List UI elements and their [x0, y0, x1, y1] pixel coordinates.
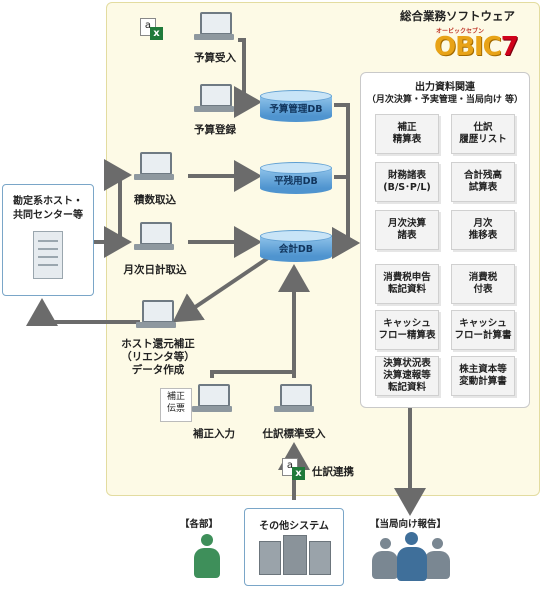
- output-doc: キャッシュフロー精算表: [375, 310, 439, 350]
- people-group-icon: [372, 532, 452, 582]
- output-doc-line: フロー計算書: [454, 330, 512, 341]
- output-doc-line: キャッシュ: [383, 318, 431, 329]
- output-doc: 消費税申告転記資料: [375, 264, 439, 304]
- label-dept: 【各部】: [180, 519, 219, 530]
- output-doc-line: 転記資料: [387, 382, 426, 393]
- output-doc-line: 推移表: [468, 230, 498, 241]
- label-host-return: ホスト還元補正 （リエンタ等） データ作成: [110, 338, 206, 377]
- output-doc: 合計残高試算表: [451, 162, 515, 202]
- laptop-icon: [274, 384, 314, 414]
- output-doc-line: 履歴リスト: [459, 134, 507, 145]
- output-doc-line: 変動計算書: [459, 376, 507, 387]
- output-doc-line: 消費税: [468, 272, 498, 283]
- db-budget: 予算管理DB: [260, 90, 332, 122]
- output-doc-line: 転記資料: [387, 284, 426, 295]
- person-icon: [194, 534, 220, 580]
- label-correction-input: 補正入力: [193, 428, 235, 440]
- db-accounting: 会計DB: [260, 230, 332, 262]
- logo-main: OBIC7: [434, 32, 519, 62]
- label-journal-link: 仕訳連携: [312, 466, 354, 478]
- logo-seven: 7: [500, 32, 519, 62]
- output-doc: 消費税付表: [451, 264, 515, 304]
- output-heading-line1: 出力資料関連: [415, 82, 475, 93]
- output-doc: 株主資本等変動計算書: [451, 356, 515, 396]
- product-title: 総合業務ソフトウェア: [400, 9, 515, 23]
- output-doc-line: 株主資本等: [459, 364, 507, 375]
- obic7-logo: オービックセブン OBIC7: [434, 24, 520, 64]
- output-doc-line: 精算表: [392, 134, 422, 145]
- output-doc-line: 財務諸表: [387, 170, 426, 181]
- db-accounting-label: 会計DB: [278, 244, 314, 255]
- output-doc-line: 決算速報等: [383, 370, 431, 381]
- laptop-icon: [192, 384, 232, 414]
- laptop-icon: [134, 152, 174, 182]
- output-doc-line: 付表: [473, 284, 493, 295]
- host-label-line2: 共同センター等: [13, 210, 83, 221]
- output-doc-line: キャッシュ: [459, 318, 507, 329]
- note-line2: 伝票: [166, 404, 185, 414]
- server-rack-icon: [259, 535, 331, 575]
- logo-obic: OBIC: [434, 32, 502, 62]
- laptop-icon: [194, 12, 234, 42]
- label-journal-receive: 仕訳標準受入: [262, 428, 326, 440]
- output-doc-line: 月次決算: [387, 218, 426, 229]
- server-icon: [33, 231, 63, 279]
- output-doc: 補正精算表: [375, 114, 439, 154]
- output-doc: 決算状況表決算速報等転記資料: [375, 356, 439, 396]
- logo-sub: オービックセブン: [436, 28, 485, 35]
- output-doc: 財務諸表(B/S･P/L): [375, 162, 439, 202]
- output-doc-line: 決算状況表: [383, 358, 431, 369]
- output-doc: 仕訳履歴リスト: [451, 114, 515, 154]
- output-doc-line: 諸表: [397, 230, 417, 241]
- note-line1: 補正: [166, 392, 185, 402]
- host-return-line3: データ作成: [131, 364, 185, 376]
- output-heading: 出力資料関連 （月次決算・予実管理・当局向け 等）: [361, 81, 529, 107]
- db-budget-label: 予算管理DB: [269, 104, 323, 115]
- laptop-icon: [134, 222, 174, 252]
- host-label-line1: 勘定系ホスト・: [13, 196, 83, 207]
- correction-slip: 補正 伝票: [160, 388, 192, 422]
- laptop-icon: [136, 300, 176, 330]
- label-authority: 【当局向け報告】: [370, 519, 447, 530]
- host-label: 勘定系ホスト・ 共同センター等: [3, 195, 93, 223]
- output-doc-line: 消費税申告: [383, 272, 431, 283]
- db-balance: 平残用DB: [260, 162, 332, 194]
- output-doc: 月次推移表: [451, 210, 515, 250]
- output-doc-line: 合計残高: [463, 170, 502, 181]
- label-budget-register: 予算登録: [194, 124, 236, 136]
- laptop-icon: [194, 84, 234, 114]
- db-balance-label: 平残用DB: [274, 176, 318, 187]
- host-return-line2: （リエンタ等）: [121, 351, 195, 363]
- output-doc-line: (B/S･P/L): [383, 182, 431, 193]
- output-doc-line: 仕訳: [473, 122, 493, 133]
- label-budget-receive: 予算受入: [194, 52, 236, 64]
- output-doc: 月次決算諸表: [375, 210, 439, 250]
- host-box: 勘定系ホスト・ 共同センター等: [2, 184, 94, 296]
- output-doc-line: 補正: [397, 122, 417, 133]
- label-daily-fetch: 月次日計取込: [123, 264, 187, 276]
- output-doc-line: 試算表: [468, 182, 498, 193]
- output-doc: キャッシュフロー計算書: [451, 310, 515, 350]
- other-system-label: その他システム: [259, 521, 329, 532]
- output-heading-line2: （月次決算・予実管理・当局向け 等）: [366, 95, 524, 105]
- host-return-line1: ホスト還元補正: [121, 338, 195, 350]
- other-system-box: その他システム: [244, 508, 344, 586]
- output-doc-line: 月次: [473, 218, 493, 229]
- label-balance-fetch: 積数取込: [134, 194, 176, 206]
- output-doc-line: フロー精算表: [378, 330, 436, 341]
